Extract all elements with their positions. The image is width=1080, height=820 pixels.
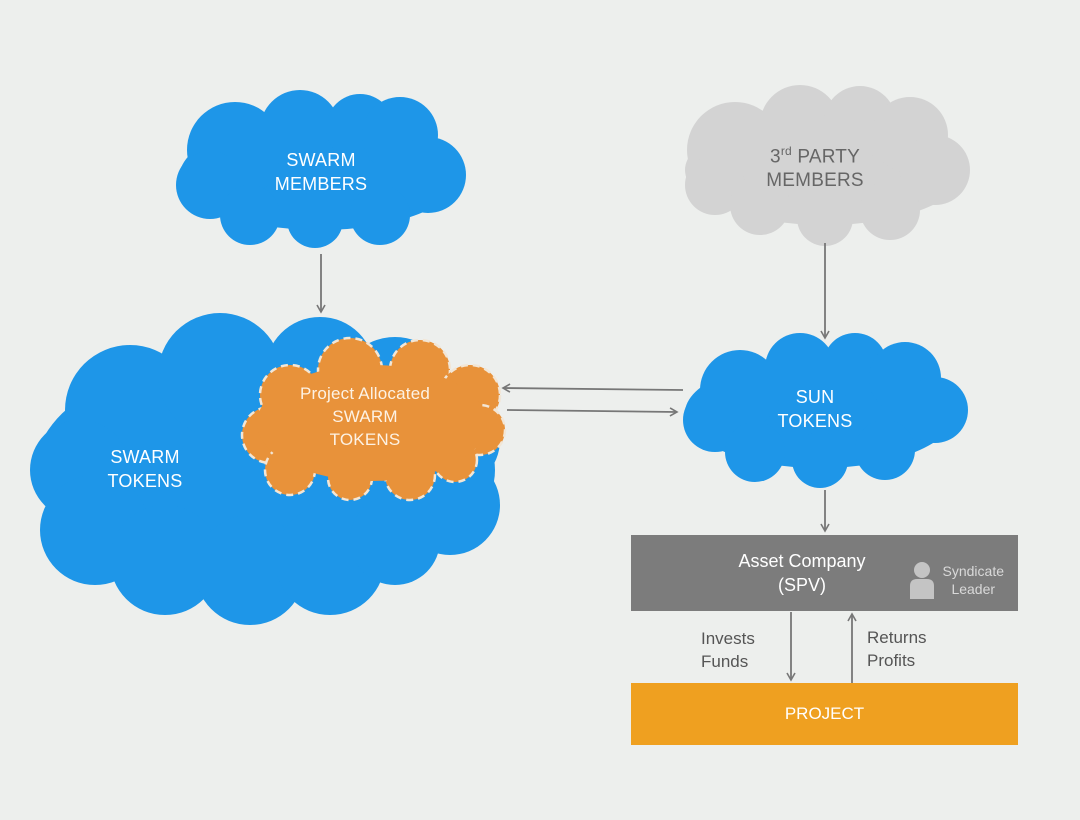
third-party-line1: 3rd PARTY xyxy=(770,144,860,168)
project-allocated-label: Project Allocated SWARM TOKENS xyxy=(280,382,450,451)
project-allocated-line2: SWARM xyxy=(332,407,398,426)
invests-funds-line1: Invests xyxy=(701,629,755,648)
person-icon xyxy=(909,562,934,599)
project-allocated-cloud xyxy=(240,336,507,502)
project-allocated-line1: Project Allocated xyxy=(299,384,431,403)
project-box: PROJECT xyxy=(631,683,1018,745)
third-party-line2: MEMBERS xyxy=(766,170,864,192)
sun-tokens-label: SUN TOKENS xyxy=(755,385,875,433)
asset-company-label: Asset Company (SPV) xyxy=(738,549,865,597)
project-label: PROJECT xyxy=(784,704,865,723)
swarm-members-line2: MEMBERS xyxy=(274,174,368,194)
swarm-members-label: SWARM MEMBERS xyxy=(241,148,401,196)
syndicate-leader-label: Syndicate Leader xyxy=(943,562,1004,598)
sun-tokens-cloud xyxy=(683,333,968,488)
third-party-members-label: 3rd PARTY MEMBERS xyxy=(735,139,895,193)
swarm-tokens-line1: SWARM xyxy=(110,447,180,467)
syndicate-leader-line1: Syndicate xyxy=(942,563,1004,579)
arrow-project-allocated-to-sun xyxy=(506,407,679,417)
third-party-members-cloud xyxy=(685,85,970,246)
arrow-sun-to-project-allocated xyxy=(501,383,684,393)
returns-profits-line1: Returns xyxy=(867,628,927,647)
swarm-tokens-label: SWARM TOKENS xyxy=(85,445,205,493)
asset-company-box: Asset Company (SPV) Syndicate Leader xyxy=(631,535,1018,611)
asset-company-line1: Asset Company xyxy=(738,551,866,571)
syndicate-leader: Syndicate Leader xyxy=(909,561,1004,599)
swarm-tokens-line2: TOKENS xyxy=(107,471,183,491)
swarm-members-cloud xyxy=(176,90,466,248)
invests-funds-line2: Funds xyxy=(701,652,749,671)
swarm-members-line1: SWARM xyxy=(286,150,356,170)
returns-profits-label: Returns Profits xyxy=(867,626,927,672)
sun-tokens-line2: TOKENS xyxy=(777,411,853,431)
project-allocated-line3: TOKENS xyxy=(329,430,401,449)
asset-company-line2: (SPV) xyxy=(777,575,826,595)
sun-tokens-line1: SUN xyxy=(795,387,835,407)
returns-profits-line2: Profits xyxy=(867,651,916,670)
invests-funds-label: Invests Funds xyxy=(701,627,755,673)
syndicate-leader-line2: Leader xyxy=(951,581,996,597)
